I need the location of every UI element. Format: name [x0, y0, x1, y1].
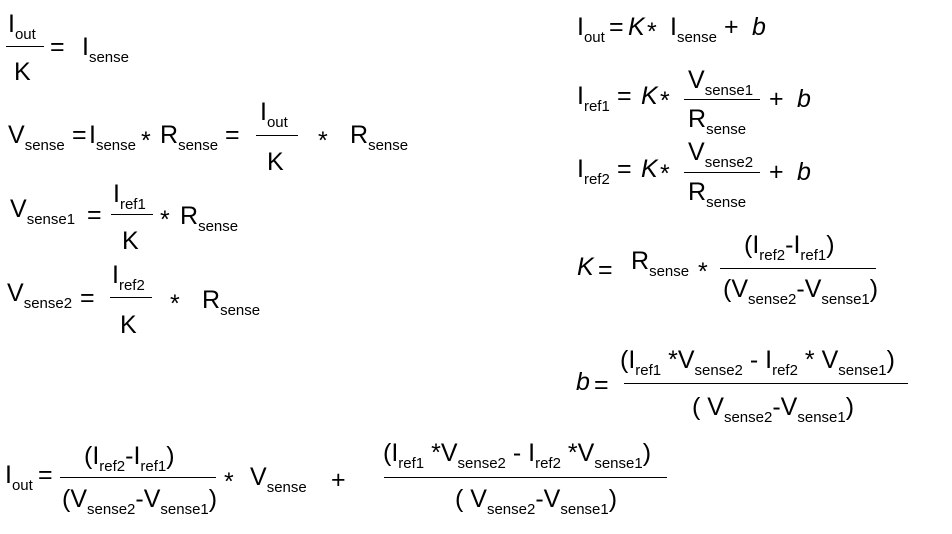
denominator-vsense-difference: (Vsense2-Vsense1) — [723, 275, 879, 308]
plus-sign: + — [724, 13, 739, 41]
equals-sign: = — [80, 284, 95, 312]
numerator-vsense2: Vsense2 — [688, 138, 754, 171]
multiply-sign: * — [660, 87, 670, 115]
multiply-sign: * — [170, 290, 180, 318]
numerator-iref-difference: (Iref2-Iref1) — [84, 442, 175, 475]
coefficient-k: K — [641, 82, 658, 110]
numerator-b: (Iref1 *Vsense2 - Iref2 * Vsense1) — [620, 346, 895, 379]
term-vsense: Vsense — [250, 463, 307, 496]
term-iout: Iout — [577, 13, 605, 46]
plus-sign: + — [769, 158, 784, 186]
numerator-iout: Iout — [8, 10, 36, 43]
coefficient-k: K — [628, 13, 645, 41]
multiply-sign: * — [647, 18, 657, 46]
term-rsense: Rsense — [160, 121, 219, 154]
term-vsense1: Vsense1 — [10, 195, 76, 228]
denominator-k: K — [14, 58, 31, 86]
multiply-sign: * — [141, 127, 151, 155]
multiply-sign: * — [160, 206, 170, 234]
equals-sign: = — [617, 155, 632, 183]
term-iout: Iout — [5, 461, 33, 494]
numerator-vsense1: Vsense1 — [688, 66, 754, 99]
term-vsense: Vsense — [8, 121, 65, 154]
numerator-iref1: Iref1 — [113, 180, 146, 213]
multiply-sign: * — [698, 258, 708, 286]
fraction-bar — [720, 268, 876, 269]
equals-sign: = — [87, 201, 102, 229]
denominator-k: K — [267, 148, 284, 176]
fraction-bar — [384, 477, 667, 478]
offset-b: b — [576, 368, 590, 396]
fraction-bar — [684, 172, 760, 173]
term-iref1: Iref1 — [577, 82, 610, 115]
offset-b: b — [797, 85, 811, 113]
offset-b: b — [797, 158, 811, 186]
term-isense: Isense — [670, 13, 717, 46]
equals-sign: = — [50, 33, 65, 61]
fraction-bar — [256, 135, 298, 136]
fraction-bar — [684, 99, 760, 100]
term-rsense: Rsense — [350, 121, 409, 154]
fraction-bar — [111, 214, 153, 215]
term-isense: Isense — [89, 121, 136, 154]
term-rsense: Rsense — [631, 247, 690, 280]
numerator-b: (Iref1 *Vsense2 - Iref2 *Vsense1) — [383, 439, 652, 472]
denominator-vsense-difference: (Vsense2-Vsense1) — [62, 485, 218, 518]
equals-sign: = — [72, 121, 87, 149]
coefficient-k: K — [641, 155, 658, 183]
term-rsense: Rsense — [180, 202, 239, 235]
multiply-sign: * — [224, 468, 234, 496]
denominator-vsense-difference: ( Vsense2-Vsense1) — [692, 393, 855, 426]
fraction-bar — [6, 46, 44, 47]
equals-sign: = — [225, 121, 240, 149]
denominator-k: K — [122, 227, 139, 255]
term-vsense2: Vsense2 — [7, 279, 73, 312]
multiply-sign: * — [660, 160, 670, 188]
denominator-vsense-difference: ( Vsense2-Vsense1) — [455, 485, 618, 518]
denominator-rsense: Rsense — [688, 178, 747, 211]
numerator-iout: Iout — [260, 98, 288, 131]
term-isense: Isense — [82, 33, 129, 66]
offset-b: b — [752, 13, 766, 41]
multiply-sign: * — [318, 127, 328, 155]
fraction-bar — [624, 383, 908, 384]
fraction-bar — [110, 297, 152, 298]
plus-sign: + — [769, 85, 784, 113]
fraction-bar — [60, 477, 216, 478]
numerator-iref-difference: (Iref2-Iref1) — [744, 231, 835, 264]
denominator-k: K — [120, 311, 137, 339]
equals-sign: = — [598, 256, 613, 284]
denominator-rsense: Rsense — [688, 105, 747, 138]
term-rsense: Rsense — [202, 286, 261, 319]
equals-sign: = — [38, 461, 53, 489]
numerator-iref2: Iref2 — [112, 261, 145, 294]
equals-sign: = — [609, 13, 624, 41]
equals-sign: = — [617, 82, 632, 110]
plus-sign: + — [331, 466, 346, 494]
coefficient-k: K — [577, 253, 594, 281]
equals-sign: = — [594, 371, 609, 399]
term-iref2: Iref2 — [577, 155, 610, 188]
